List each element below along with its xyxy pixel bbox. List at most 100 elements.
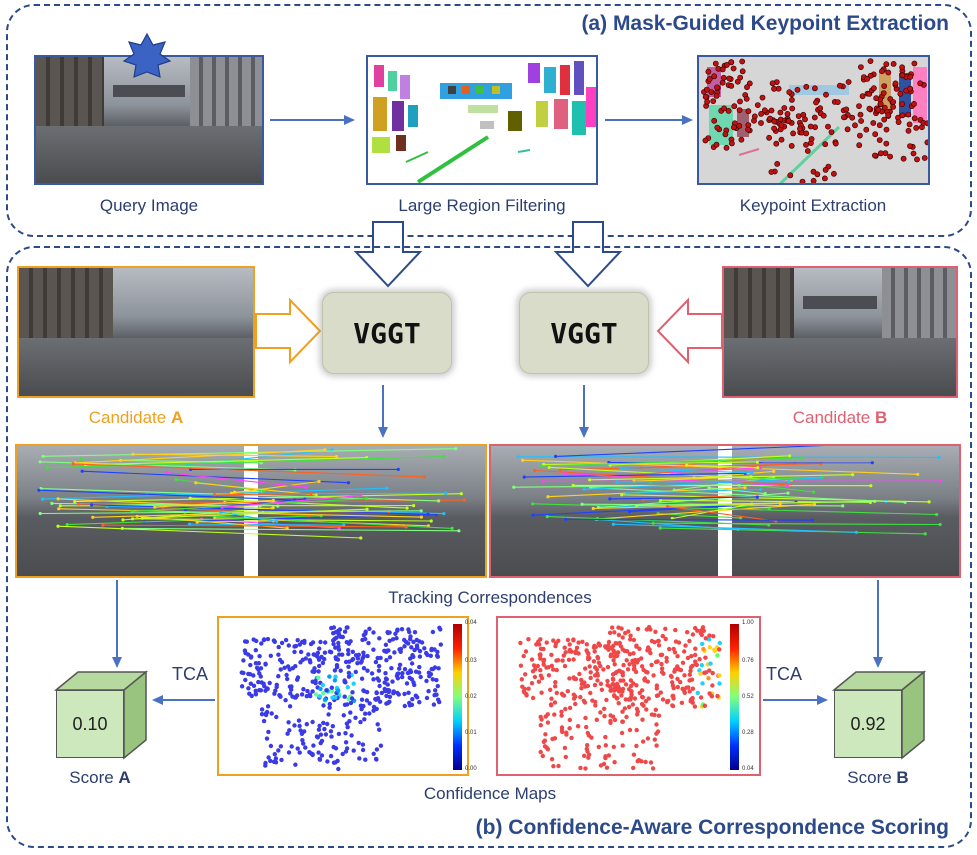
confidence-point xyxy=(361,653,366,659)
confidence-point xyxy=(402,644,407,649)
confidence-point xyxy=(283,637,289,643)
confidence-point xyxy=(551,764,556,769)
confidence-point xyxy=(397,666,402,671)
keypoint-dot xyxy=(913,125,920,131)
confidence-point xyxy=(618,644,624,649)
confidence-point xyxy=(616,687,622,692)
confidence-point xyxy=(419,640,425,645)
confidence-point xyxy=(399,627,405,632)
confidence-point xyxy=(346,648,351,653)
correspondence-dot xyxy=(788,454,792,458)
correspondence-dot xyxy=(38,511,42,516)
confidence-point xyxy=(628,637,633,642)
keypoint-dot xyxy=(811,114,818,121)
confidence-point xyxy=(358,719,363,725)
confidence-point xyxy=(717,647,722,652)
confidence-point xyxy=(680,686,685,691)
confidence-point xyxy=(351,681,356,686)
confidence-point xyxy=(356,740,361,746)
confidence-point xyxy=(329,689,335,694)
confidence-point xyxy=(654,743,659,748)
confidence-point xyxy=(430,677,435,682)
confidence-point xyxy=(678,679,683,685)
confidence-point xyxy=(310,719,315,725)
correspondence-dot xyxy=(426,512,430,516)
confidence-point xyxy=(350,690,355,695)
confidence-point xyxy=(258,666,264,671)
confidence-point xyxy=(248,662,253,668)
keypoint-dot xyxy=(924,139,928,146)
confidence-point xyxy=(268,653,273,658)
correspondence-dot xyxy=(131,517,135,521)
confidence-point xyxy=(601,761,607,767)
correspondence-line xyxy=(549,466,792,481)
keypoint-dot xyxy=(745,126,751,133)
confidence-point xyxy=(617,640,622,646)
confidence-point xyxy=(682,649,687,654)
correspondence-dot xyxy=(309,492,313,496)
confidence-point xyxy=(703,655,708,660)
correspondence-dot xyxy=(422,475,427,479)
confidence-point xyxy=(361,688,367,694)
confidence-point xyxy=(567,705,573,711)
correspondence-line xyxy=(686,464,758,469)
confidence-point xyxy=(268,743,274,749)
confidence-point xyxy=(518,663,524,668)
confidence-point xyxy=(698,671,703,676)
confidence-point xyxy=(361,632,367,638)
confidence-point xyxy=(533,667,538,672)
confidence-point xyxy=(520,684,525,689)
confidence-point xyxy=(554,690,559,696)
correspondence-dot xyxy=(658,526,662,530)
correspondence-dot xyxy=(50,501,54,505)
keypoint-dot xyxy=(799,178,806,183)
keypoint-dot xyxy=(754,102,761,108)
confidence-point xyxy=(576,640,581,645)
confidence-point xyxy=(712,647,717,652)
confidence-point xyxy=(336,647,342,652)
confidence-point xyxy=(602,706,607,711)
correspondence-dot xyxy=(442,455,446,459)
confidence-point xyxy=(327,674,332,679)
confidence-point xyxy=(659,666,665,671)
confidence-point xyxy=(293,643,299,649)
confidence-point xyxy=(342,694,347,699)
confidence-point xyxy=(367,701,372,706)
confidence-point xyxy=(411,680,416,685)
confidence-point xyxy=(292,723,297,728)
confidence-point xyxy=(296,718,302,723)
confidence-point xyxy=(710,670,715,676)
confidence-point xyxy=(631,637,637,643)
confidence-point xyxy=(611,648,616,653)
confidence-point xyxy=(297,750,302,755)
confidence-point xyxy=(366,640,371,646)
confidence-point xyxy=(285,676,290,682)
correspondence-dot xyxy=(547,465,551,469)
correspondence-dot xyxy=(153,505,157,509)
confidence-point xyxy=(632,696,638,701)
confidence-point xyxy=(355,656,361,661)
confidence-point xyxy=(289,687,294,692)
confidence-point xyxy=(345,625,350,630)
confidence-point xyxy=(384,677,389,682)
confidence-point xyxy=(693,652,698,658)
confidence-point xyxy=(687,689,692,694)
confidence-point xyxy=(548,687,553,692)
correspondence-dot xyxy=(437,499,441,503)
confidence-point xyxy=(595,654,600,660)
confidence-point xyxy=(606,639,612,645)
confidence-point xyxy=(620,709,625,714)
confidence-point xyxy=(616,625,621,630)
correspondence-dot xyxy=(903,500,907,504)
confidence-point xyxy=(655,659,660,664)
keypoint-dot xyxy=(746,80,753,87)
keypoint-dot xyxy=(914,156,920,163)
keypoint-dot xyxy=(771,118,778,125)
confidence-point xyxy=(408,637,413,642)
confidence-point xyxy=(332,668,338,673)
confidence-point xyxy=(436,666,441,671)
confidence-point xyxy=(641,667,646,673)
keypoint-dot xyxy=(706,76,713,82)
keypoint-dot xyxy=(810,168,817,175)
keypoint-dot xyxy=(883,126,890,133)
